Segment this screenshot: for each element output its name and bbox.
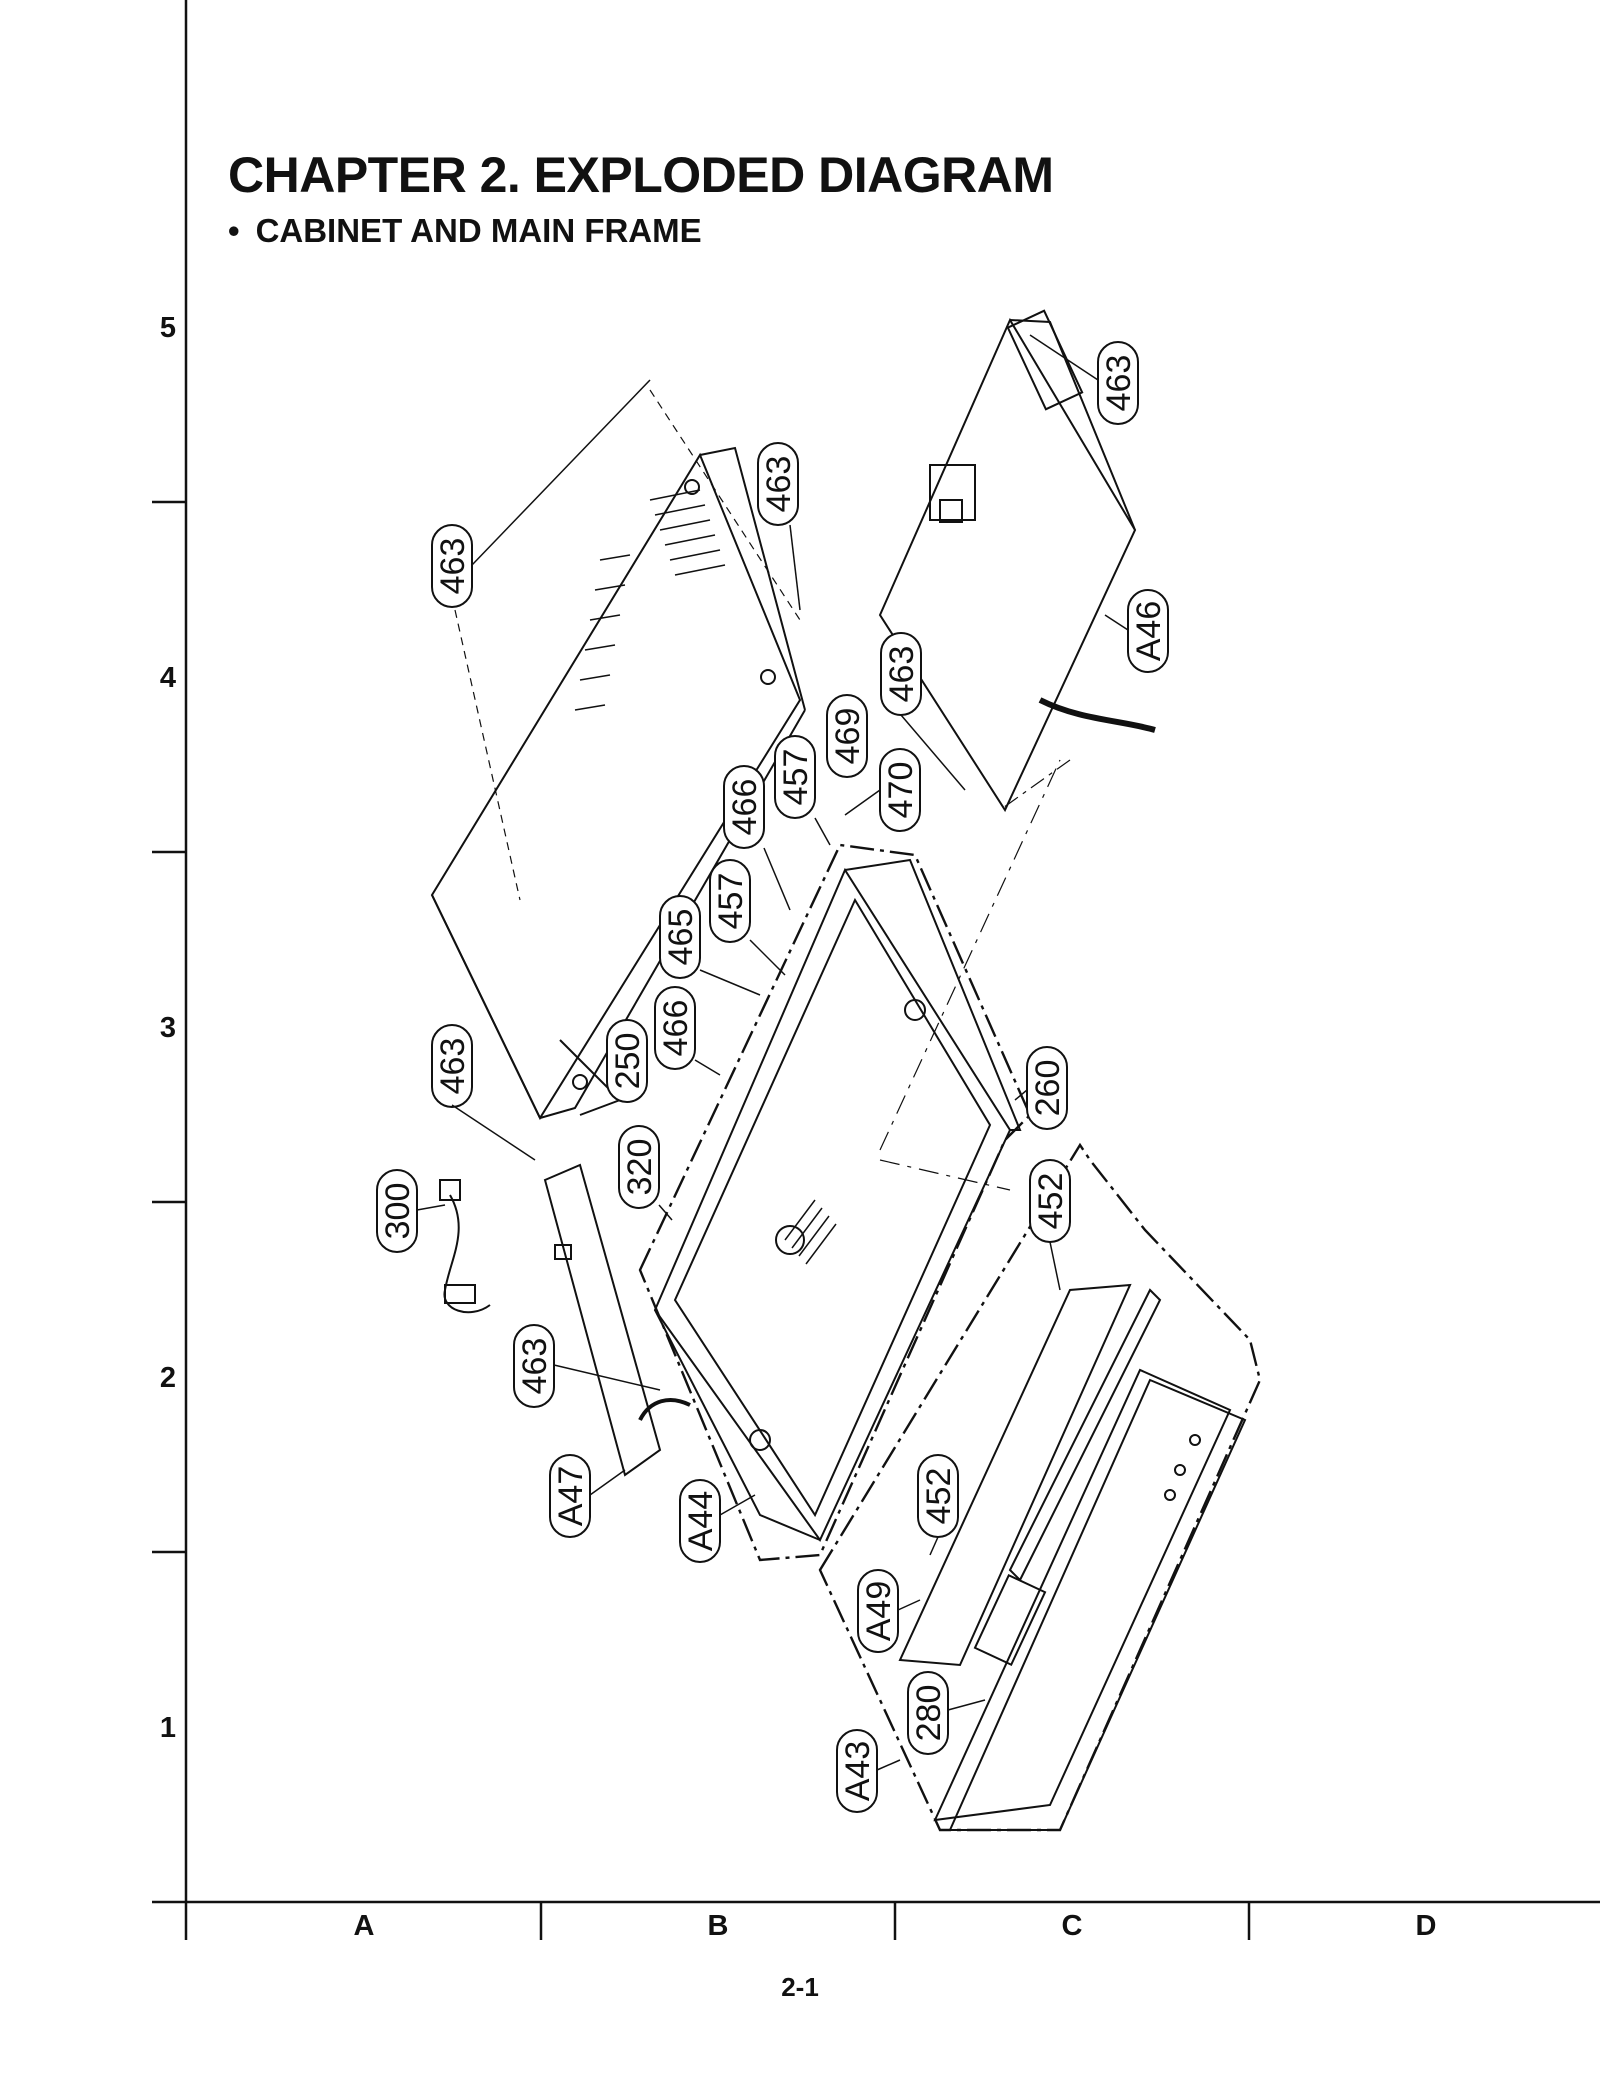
svg-text:320: 320 [621, 1139, 659, 1196]
front-panel [818, 1142, 1262, 1832]
svg-text:463: 463 [1100, 355, 1138, 412]
row-label-4: 4 [159, 662, 177, 694]
svg-text:470: 470 [882, 762, 920, 819]
callout-A43: A43 [836, 1729, 901, 1813]
svg-text:A43: A43 [839, 1741, 877, 1802]
svg-text:463: 463 [516, 1338, 554, 1395]
subtitle-text: CABINET AND MAIN FRAME [255, 212, 702, 249]
svg-text:469: 469 [829, 708, 867, 765]
svg-text:465: 465 [662, 909, 700, 966]
svg-text:452: 452 [920, 1468, 958, 1525]
row-label-3: 3 [159, 1012, 177, 1044]
callout-465: 465 [659, 895, 761, 996]
svg-text:466: 466 [657, 1000, 695, 1057]
callout-466-lower: 466 [654, 986, 721, 1076]
main-pcb [878, 309, 1156, 813]
callout-469: 469 [826, 694, 868, 778]
callout-452-lower: 452 [917, 1454, 959, 1556]
callout-463-power-pcb: 463 [513, 1324, 661, 1408]
column-label-a: A [353, 1910, 375, 1942]
power-pcb [439, 1163, 691, 1477]
grid-frame [152, 0, 1600, 1940]
svg-text:457: 457 [777, 749, 815, 806]
callout-260: 260 [1014, 1046, 1068, 1130]
column-label-b: B [707, 1910, 729, 1942]
row-label-1: 1 [159, 1712, 177, 1744]
callout-466-upper: 466 [723, 765, 791, 911]
callout-463-pcb-left: 463 [880, 632, 966, 791]
callout-300: 300 [376, 1169, 446, 1253]
main-frame-chassis [638, 759, 1061, 1562]
column-label-c: C [1061, 1910, 1083, 1942]
page-number: 2-1 [781, 1972, 819, 2002]
svg-text:457: 457 [712, 873, 750, 930]
svg-text:463: 463 [434, 538, 472, 595]
callout-A49: A49 [857, 1569, 921, 1653]
row-label-5: 5 [159, 312, 177, 344]
svg-text:300: 300 [379, 1183, 417, 1240]
svg-text:250: 250 [609, 1033, 647, 1090]
callout-463-pcb-top: 463 [1029, 334, 1139, 425]
svg-text:280: 280 [910, 1685, 948, 1742]
svg-text:A46: A46 [1130, 601, 1168, 662]
row-label-2: 2 [159, 1362, 177, 1394]
callout-457-upper: 457 [774, 735, 831, 846]
callout-A44: A44 [679, 1479, 756, 1563]
callout-463-cover-top: 463 [431, 379, 651, 608]
callout-250: 250 [606, 1019, 648, 1103]
callout-A46: A46 [1104, 589, 1169, 673]
svg-text:452: 452 [1032, 1173, 1070, 1230]
callout-457-lower: 457 [709, 859, 786, 976]
svg-text:466: 466 [726, 779, 764, 836]
bullet-icon: • [228, 212, 240, 249]
svg-text:463: 463 [434, 1038, 472, 1095]
svg-text:A47: A47 [552, 1466, 590, 1527]
section-subtitle: • CABINET AND MAIN FRAME [228, 212, 702, 250]
svg-text:463: 463 [760, 456, 798, 513]
svg-text:260: 260 [1029, 1060, 1067, 1117]
cabinet-cover [430, 389, 806, 1121]
svg-text:463: 463 [883, 646, 921, 703]
svg-text:A49: A49 [860, 1581, 898, 1642]
callout-463-cover-right: 463 [757, 442, 801, 611]
page-title: CHAPTER 2. EXPLODED DIAGRAM [228, 147, 1054, 203]
callout-320: 320 [618, 1125, 673, 1221]
callout-280: 280 [907, 1671, 986, 1755]
callout-470: 470 [844, 748, 921, 832]
callout-463-cover-bottom: 463 [431, 1024, 536, 1161]
callout-A47: A47 [549, 1454, 626, 1538]
callout-452-upper: 452 [1029, 1159, 1071, 1291]
column-label-d: D [1415, 1910, 1437, 1942]
svg-text:A44: A44 [682, 1491, 720, 1552]
